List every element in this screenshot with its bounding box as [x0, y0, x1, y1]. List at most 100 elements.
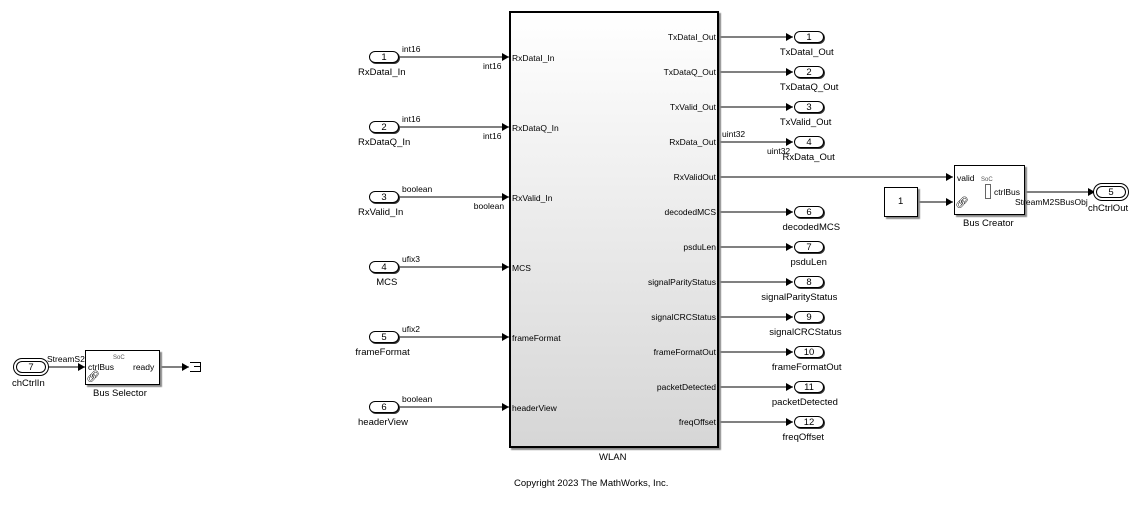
outport-block[interactable]: 7	[794, 241, 824, 253]
block-output-port-label: TxDataQ_Out	[663, 67, 716, 77]
block-output-port-label: freqOffset	[678, 417, 716, 427]
inport-block[interactable]: 6	[369, 401, 399, 413]
bus-creator-output-type: StreamM2SBusObj	[1015, 197, 1088, 207]
arrowhead	[502, 263, 509, 271]
block-output-port-label: psduLen	[683, 242, 716, 252]
outport-chCtrlOut-label: chCtrlOut	[1088, 203, 1129, 214]
arrowhead	[786, 313, 793, 321]
arrowhead	[786, 278, 793, 286]
port-number: 7	[806, 242, 812, 253]
arrowhead	[502, 403, 509, 411]
outport-block[interactable]: 6	[794, 206, 824, 218]
signal-type-label: ufix2	[402, 324, 420, 334]
arrowhead	[502, 53, 509, 61]
block-input-port-label: RxDataQ_In	[512, 123, 559, 133]
port-number: 5	[1108, 187, 1114, 198]
port-number: 2	[381, 122, 387, 133]
port-number: 4	[806, 137, 812, 148]
arrowhead	[786, 138, 793, 146]
outport-block[interactable]: 2	[794, 66, 824, 78]
outport-block[interactable]: 12	[794, 416, 824, 428]
arrowhead	[786, 33, 793, 41]
signal-type-label: boolean	[473, 201, 505, 211]
outport-name: TxDataI_Out	[779, 47, 834, 58]
port-number: 1	[381, 52, 387, 63]
bus-icon	[985, 184, 991, 199]
arrowhead	[786, 103, 793, 111]
inport-name: headerView	[358, 417, 409, 428]
arrowhead	[502, 333, 509, 341]
block-input-port-label: headerView	[512, 403, 557, 413]
outport-block[interactable]: 10	[794, 346, 824, 358]
arrowhead	[1088, 188, 1095, 196]
block-output-port-label: RxData_Out	[669, 137, 716, 147]
signal-type-label: ufix3	[402, 254, 420, 264]
arrowhead	[182, 363, 189, 371]
port-number: 1	[806, 32, 812, 43]
copyright-annotation: Copyright 2023 The MathWorks, Inc.	[514, 478, 669, 489]
block-output-port-label: frameFormatOut	[653, 347, 716, 357]
signal-type-label: int16	[402, 114, 421, 124]
bus-creator-block[interactable]	[954, 165, 1025, 215]
block-output-port-label: signalParityStatus	[647, 277, 716, 287]
signal-type-label: uint32	[767, 146, 791, 156]
bus-creator-in-label-valid: valid	[957, 173, 975, 183]
bus-creator-badge: SoC	[981, 177, 993, 183]
port-number: 10	[803, 347, 815, 358]
outport-block[interactable]: 3	[794, 101, 824, 113]
constant-block[interactable]	[884, 187, 918, 217]
port-number: 6	[381, 402, 387, 413]
arrowhead	[78, 363, 85, 371]
block-output-port-label: RxValidOut	[673, 172, 716, 182]
inport-name: RxDataQ_In	[358, 137, 411, 148]
outport-name: frameFormatOut	[771, 362, 842, 373]
wlan-subsystem-block[interactable]	[509, 11, 719, 448]
terminator-inner-line	[194, 366, 201, 367]
inport-name: RxDataI_In	[358, 67, 406, 78]
inport-block[interactable]: 5	[369, 331, 399, 343]
bus-selector-block[interactable]	[85, 350, 160, 385]
outport-name: signalParityStatus	[761, 292, 838, 303]
outport-name: RxData_Out	[782, 152, 835, 163]
inport-name: MCS	[376, 277, 398, 288]
signal-type-label: boolean	[402, 184, 433, 194]
outport-block[interactable]: 1	[794, 31, 824, 43]
outport-name: packetDetected	[771, 397, 838, 408]
bus-selector-badge: SoC	[113, 355, 125, 361]
bus-selector-out-port-label: ready	[133, 362, 155, 372]
inport-block[interactable]: 1	[369, 51, 399, 63]
constant-value: 1	[898, 196, 904, 207]
block-output-port-label: TxValid_Out	[669, 102, 716, 112]
outport-name: TxDataQ_Out	[779, 82, 839, 93]
block-input-port-label: RxDataI_In	[512, 53, 555, 63]
port-number: 11	[804, 382, 814, 393]
bus-creator-name: Bus Creator	[963, 218, 1014, 229]
arrowhead	[786, 68, 793, 76]
arrowhead	[786, 383, 793, 391]
terminator-block[interactable]	[190, 362, 201, 372]
block-input-port-label: RxValid_In	[512, 193, 553, 203]
arrowhead	[786, 418, 793, 426]
arrowhead	[502, 123, 509, 131]
block-output-port-label: signalCRCStatus	[651, 312, 716, 322]
outport-chCtrlOut[interactable]: 5	[1096, 186, 1126, 198]
block-output-port-label: packetDetected	[656, 382, 716, 392]
port-number: 4	[381, 262, 387, 273]
port-number: 6	[806, 207, 812, 218]
outport-block[interactable]: 11	[794, 381, 824, 393]
inport-block[interactable]: 3	[369, 191, 399, 203]
inport-name: RxValid_In	[358, 207, 404, 218]
arrowhead	[502, 193, 509, 201]
port-number: 9	[806, 312, 812, 323]
inport-block[interactable]: 4	[369, 261, 399, 273]
arrowhead	[786, 348, 793, 356]
inport-block[interactable]: 2	[369, 121, 399, 133]
inport-chCtrlIn[interactable]: 7	[16, 361, 46, 373]
outport-block[interactable]: 8	[794, 276, 824, 288]
outport-block[interactable]: 9	[794, 311, 824, 323]
outport-block[interactable]: 4	[794, 136, 824, 148]
signal-type-label: boolean	[402, 394, 433, 404]
port-number: 3	[381, 192, 387, 203]
